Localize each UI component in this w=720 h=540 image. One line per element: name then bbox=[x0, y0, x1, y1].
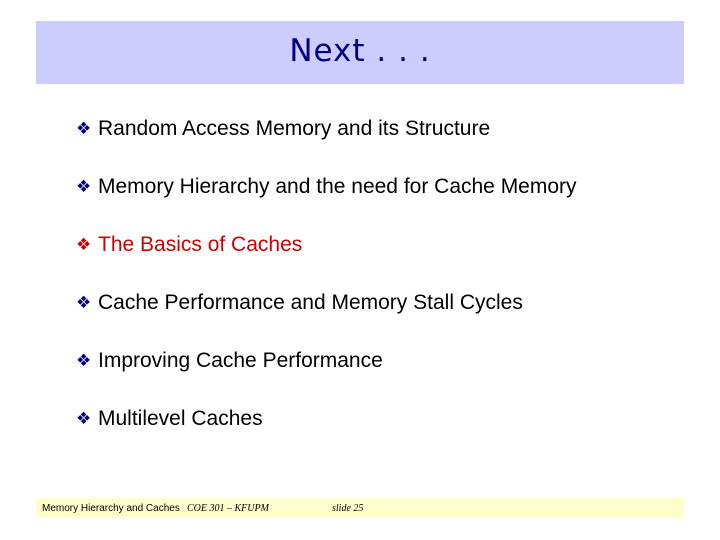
bullet-item: ❖ Random Access Memory and its Structure bbox=[76, 100, 577, 158]
diamond-bullet-icon: ❖ bbox=[76, 351, 92, 371]
bullet-label: Multilevel Caches bbox=[98, 407, 263, 430]
diamond-bullet-icon: ❖ bbox=[76, 119, 92, 139]
diamond-bullet-icon: ❖ bbox=[76, 235, 92, 255]
bullet-item: ❖ Improving Cache Performance bbox=[76, 332, 577, 390]
bullet-item: ❖ Cache Performance and Memory Stall Cyc… bbox=[76, 274, 577, 332]
footer-bar: Memory Hierarchy and Caches COE 301 – KF… bbox=[36, 498, 684, 518]
bullet-label: Random Access Memory and its Structure bbox=[98, 117, 491, 140]
bullet-label: Improving Cache Performance bbox=[98, 349, 383, 372]
diamond-bullet-icon: ❖ bbox=[76, 293, 92, 313]
footer-course-code: COE 301 – KFUPM bbox=[187, 502, 269, 514]
footer-course-title: Memory Hierarchy and Caches bbox=[42, 502, 180, 514]
bullet-item-highlighted: ❖ The Basics of Caches bbox=[76, 216, 577, 274]
slide-title: Next . . . bbox=[289, 32, 431, 69]
bullet-label: Cache Performance and Memory Stall Cycle… bbox=[98, 291, 523, 314]
bullet-item: ❖ Multilevel Caches bbox=[76, 390, 577, 448]
bullet-list: ❖ Random Access Memory and its Structure… bbox=[76, 100, 577, 448]
bullet-label: Memory Hierarchy and the need for Cache … bbox=[98, 175, 577, 198]
bullet-label: The Basics of Caches bbox=[98, 233, 303, 256]
footer-slide-number: slide 25 bbox=[332, 502, 364, 514]
bullet-item: ❖ Memory Hierarchy and the need for Cach… bbox=[76, 158, 577, 216]
diamond-bullet-icon: ❖ bbox=[76, 177, 92, 197]
diamond-bullet-icon: ❖ bbox=[76, 409, 92, 429]
title-bar: Next . . . bbox=[36, 21, 684, 84]
